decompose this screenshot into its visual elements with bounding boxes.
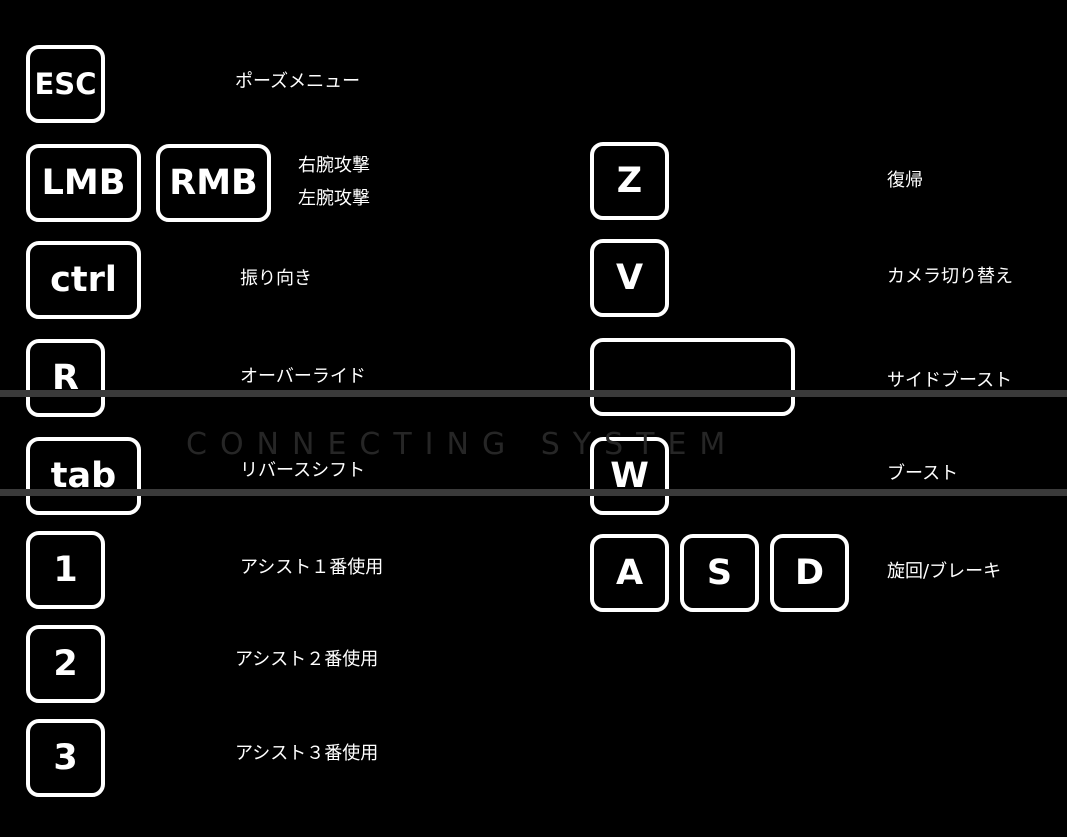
z-key-label: Z bbox=[616, 160, 643, 201]
r-key: R bbox=[26, 339, 105, 417]
w-key: W bbox=[590, 437, 669, 515]
key-3-action-label: アシスト３番使用 bbox=[235, 743, 379, 764]
d-key-label: D bbox=[794, 552, 825, 593]
lmb-key: LMB bbox=[26, 144, 141, 222]
overlay-band-top bbox=[0, 390, 1067, 397]
v-key-label: V bbox=[615, 257, 644, 298]
esc-key: ESC bbox=[26, 45, 105, 123]
s-key-label: S bbox=[706, 552, 733, 593]
v-action-label: カメラ切り替え bbox=[887, 266, 1013, 287]
asd-action-label: 旋回/ブレーキ bbox=[887, 561, 1002, 582]
s-key: S bbox=[680, 534, 759, 612]
connecting-system-overlay-text: CONNECTING SYSTEM bbox=[186, 427, 739, 462]
r-action-label: オーバーライド bbox=[240, 366, 366, 387]
key-3-label: 3 bbox=[53, 737, 78, 778]
key-2-action-label: アシスト２番使用 bbox=[235, 649, 379, 670]
d-key: D bbox=[770, 534, 849, 612]
tab-action-label: リバースシフト bbox=[240, 460, 366, 481]
w-key-label: W bbox=[610, 455, 649, 496]
w-action-label: ブースト bbox=[887, 463, 959, 484]
overlay-band-bottom bbox=[0, 489, 1067, 496]
key-3: 3 bbox=[26, 719, 105, 797]
tab-key-label: tab bbox=[50, 455, 117, 496]
z-key: Z bbox=[590, 142, 669, 220]
key-1-action-label: アシスト１番使用 bbox=[240, 557, 384, 578]
ctrl-key: ctrl bbox=[26, 241, 141, 319]
esc-key-label: ESC bbox=[34, 66, 97, 101]
rmb-key-label: RMB bbox=[169, 162, 258, 203]
key-1-label: 1 bbox=[53, 549, 78, 590]
r-key-label: R bbox=[52, 357, 79, 398]
key-1: 1 bbox=[26, 531, 105, 609]
ctrl-key-label: ctrl bbox=[50, 259, 117, 300]
esc-action-label: ポーズメニュー bbox=[235, 71, 361, 92]
space-action-label: サイドブースト bbox=[887, 370, 1013, 391]
tab-key: tab bbox=[26, 437, 141, 515]
right-arm-attack-label: 右腕攻撃 bbox=[298, 155, 370, 176]
left-arm-attack-label: 左腕攻撃 bbox=[298, 188, 370, 209]
lmb-key-label: LMB bbox=[41, 162, 126, 203]
a-key-label: A bbox=[615, 552, 644, 593]
a-key: A bbox=[590, 534, 669, 612]
rmb-key: RMB bbox=[156, 144, 271, 222]
key-2-label: 2 bbox=[53, 643, 78, 684]
z-action-label: 復帰 bbox=[887, 170, 923, 191]
v-key: V bbox=[590, 239, 669, 317]
key-2: 2 bbox=[26, 625, 105, 703]
space-key bbox=[590, 338, 795, 416]
ctrl-action-label: 振り向き bbox=[240, 268, 312, 289]
